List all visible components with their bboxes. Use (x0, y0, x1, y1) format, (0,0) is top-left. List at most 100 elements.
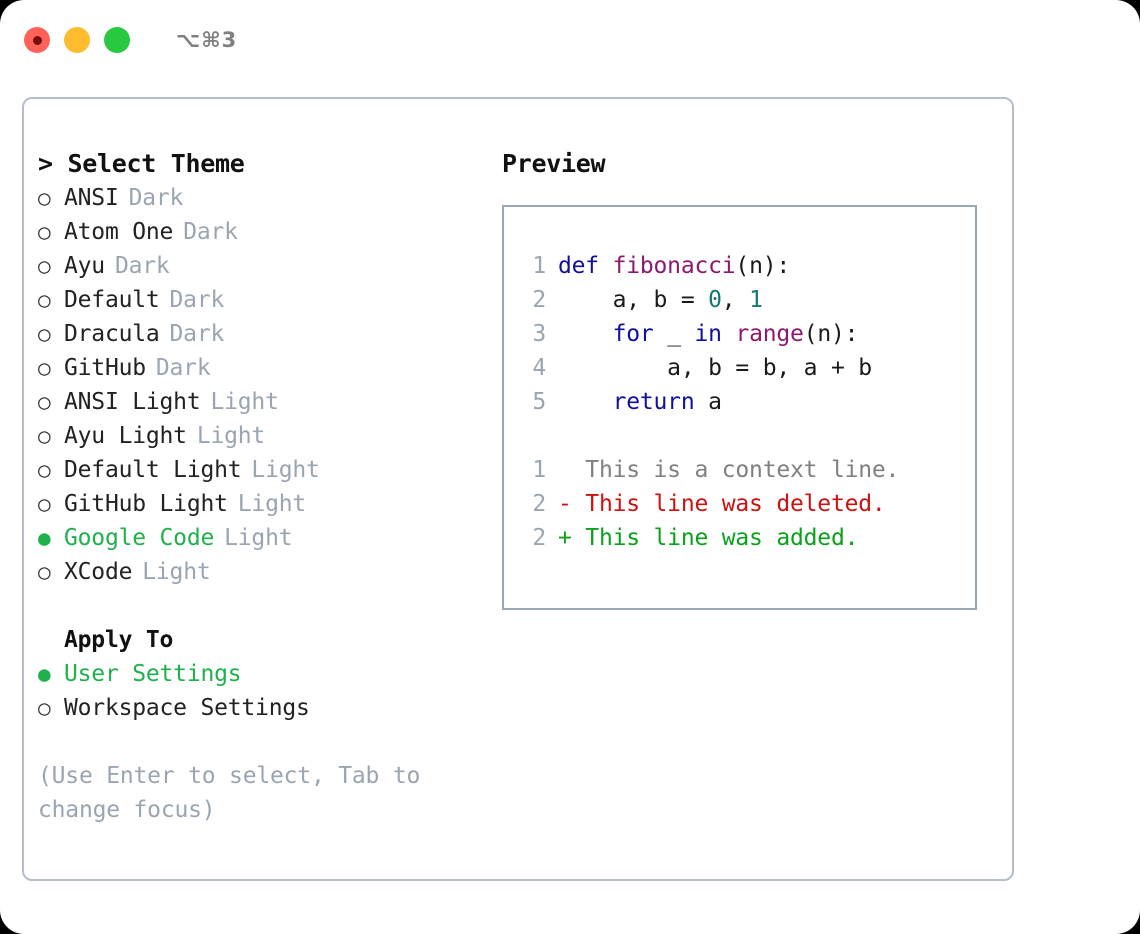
code-line-number: 3 (532, 321, 546, 347)
code-token (722, 321, 736, 347)
theme-option-label: XCode (64, 559, 133, 585)
theme-option-default-light[interactable]: ○ Default Light Light (38, 453, 478, 487)
preview-title: Preview (502, 149, 606, 178)
code-line: 5 return a (518, 385, 975, 419)
apply-to-list[interactable]: ●User Settings ○ Workspace Settings (38, 657, 478, 725)
radio-unselected-icon[interactable]: ○ (38, 458, 51, 482)
code-line-content: def fibonacci(n): (558, 249, 790, 283)
code-line: 4 a, b = b, a + b (518, 351, 975, 385)
diff-line-content: - This line was deleted. (558, 491, 886, 517)
code-token: 0 (708, 287, 722, 313)
code-line: 2 a, b = 0, 1 (518, 283, 975, 317)
diff-sample: 1 This is a context line.2- This line wa… (518, 453, 975, 555)
code-line: 1 def fibonacci(n): (518, 249, 975, 283)
theme-option-label: Default (64, 287, 160, 313)
theme-variant-tag: Light (142, 559, 211, 585)
code-token: (n): (735, 253, 791, 279)
radio-selected-icon[interactable]: ● (38, 662, 51, 686)
code-token (558, 321, 613, 347)
radio-unselected-icon[interactable]: ○ (38, 424, 51, 448)
radio-unselected-icon[interactable]: ○ (38, 288, 51, 312)
diff-line-add: 2 + This line was added. (518, 521, 975, 555)
code-line: 3 for _ in range(n): (518, 317, 975, 351)
code-token: def (558, 253, 613, 279)
maximize-button[interactable] (104, 27, 130, 53)
code-token: _ (653, 321, 695, 347)
diff-line-content: + This line was added. (558, 525, 859, 551)
theme-variant-tag: Light (224, 525, 293, 551)
diff-line-number: 2 (532, 525, 546, 551)
radio-unselected-icon[interactable]: ○ (38, 492, 51, 516)
code-token: a, b = (558, 287, 709, 313)
radio-unselected-icon[interactable]: ○ (38, 220, 51, 244)
theme-variant-tag: Light (210, 389, 279, 415)
theme-option-atom-one[interactable]: ○ Atom One Dark (38, 215, 478, 249)
theme-variant-tag: Dark (183, 219, 238, 245)
theme-option-label: Google Code (64, 525, 215, 551)
theme-option-label: Ayu Light (64, 423, 187, 449)
theme-option-ayu-light[interactable]: ○ Ayu Light Light (38, 419, 478, 453)
theme-option-label: Ayu (64, 253, 105, 279)
theme-variant-tag: Light (251, 457, 320, 483)
theme-variant-tag: Light (237, 491, 307, 517)
code-line-content: a, b = b, a + b (558, 351, 872, 385)
code-token: a, b = b, a + b (558, 355, 872, 381)
theme-option-google-code[interactable]: ● Google Code Light (38, 521, 478, 555)
apply-to-option-workspace-settings[interactable]: ○ Workspace Settings (38, 691, 478, 725)
theme-option-dracula[interactable]: ○ Dracula Dark (38, 317, 478, 351)
code-line-content: for _ in range(n): (558, 317, 859, 351)
code-token: in (694, 321, 722, 347)
radio-selected-icon[interactable]: ● (38, 526, 51, 550)
radio-unselected-icon[interactable]: ○ (38, 356, 51, 380)
radio-unselected-icon[interactable]: ○ (38, 322, 51, 346)
code-token: for (612, 321, 654, 347)
code-diff-separator (518, 419, 975, 453)
code-line-number: 1 (532, 253, 546, 279)
code-token: 1 (749, 287, 763, 313)
theme-option-label: Atom One (64, 219, 174, 245)
theme-variant-tag: Dark (169, 321, 225, 347)
code-token: , (721, 287, 750, 313)
theme-variant-tag: Dark (128, 185, 184, 211)
theme-variant-tag: Dark (155, 355, 211, 381)
theme-variant-tag: Dark (169, 287, 225, 313)
keyboard-hint: (Use Enter to select, Tab to change focu… (38, 763, 421, 823)
theme-option-github[interactable]: ○ GitHub Dark (38, 351, 478, 385)
apply-to-title: Apply To (64, 627, 174, 653)
theme-option-label: GitHub (64, 355, 146, 381)
apply-to-option-user-settings[interactable]: ●User Settings (38, 657, 478, 691)
title-bar: ⌥⌘3 (0, 0, 1140, 80)
code-token (558, 389, 613, 415)
code-token: a (694, 389, 722, 415)
theme-variant-tag: Light (196, 423, 266, 449)
list-spacer (38, 589, 478, 623)
apply-to-option-label: Workspace Settings (64, 695, 310, 721)
theme-option-label: Dracula (64, 321, 160, 347)
diff-line-del: 2 - This line was deleted. (518, 487, 975, 521)
radio-unselected-icon[interactable]: ○ (38, 560, 51, 584)
radio-unselected-icon[interactable]: ○ (38, 390, 51, 414)
close-button[interactable] (24, 27, 50, 53)
code-line-content: a, b = 0, 1 (558, 283, 763, 317)
radio-unselected-icon[interactable]: ○ (38, 696, 51, 720)
code-token: range (735, 321, 804, 347)
code-token: return (612, 389, 695, 415)
radio-unselected-icon[interactable]: ○ (38, 254, 51, 278)
diff-line-number: 2 (532, 491, 546, 517)
window-shortcut-label: ⌥⌘3 (176, 28, 238, 52)
theme-option-default[interactable]: ○ Default Dark (38, 283, 478, 317)
theme-option-xcode[interactable]: ○ XCode Light (38, 555, 478, 589)
theme-option-label: Default Light (64, 457, 242, 483)
minimize-button[interactable] (64, 27, 90, 53)
radio-unselected-icon[interactable]: ○ (38, 186, 51, 210)
